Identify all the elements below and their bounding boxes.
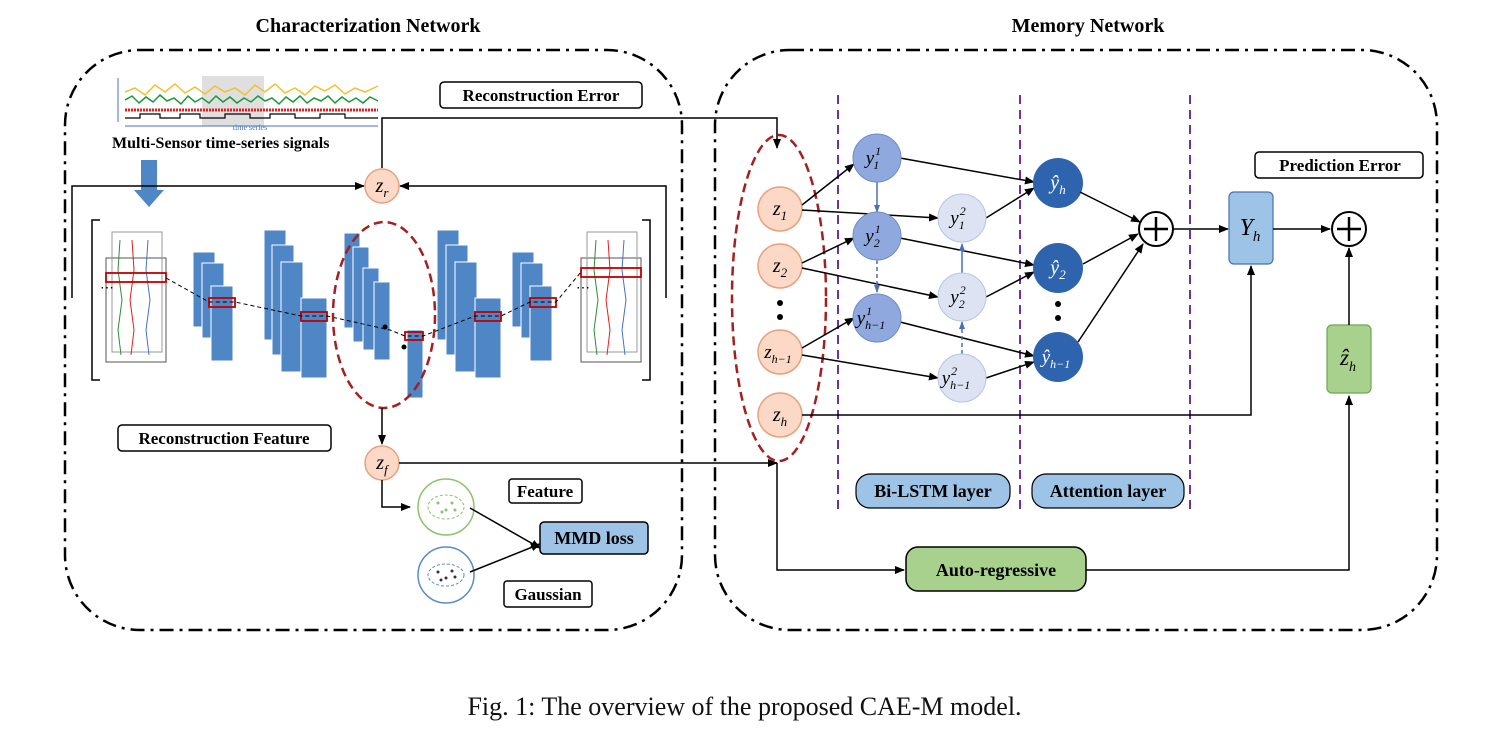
node-y2-2 <box>937 272 987 322</box>
z-ellipsis-dot-2 <box>777 314 783 320</box>
node-yhat-hm1 <box>1033 332 1083 382</box>
mmd-loss-label: MMD loss <box>554 528 634 548</box>
node-z-1 <box>757 186 803 232</box>
node-z-1-label: z1 <box>772 198 787 223</box>
gaussian-box <box>503 580 593 608</box>
figure-caption: Fig. 1: The overview of the proposed CAE… <box>467 692 1022 721</box>
node-y1-1 <box>852 133 902 183</box>
right-loop-arrow <box>399 182 667 298</box>
node-y2-1 <box>852 211 902 261</box>
gaussian-to-mmd-arrow <box>469 543 541 573</box>
node-z-2-label: z2 <box>772 255 788 280</box>
decoder-conv-stack-2 <box>511 251 557 362</box>
zh-to-yh-arrow <box>802 265 1255 416</box>
feature-distribution-icon <box>417 478 475 536</box>
mmd-loss-box <box>539 521 649 555</box>
ar-prediction-box <box>1326 324 1372 394</box>
zf-to-ar-arrow <box>776 463 905 574</box>
right-bracket <box>642 219 651 381</box>
encoder-conv-stack-3 <box>343 232 424 399</box>
attention-to-sum-links <box>1077 191 1144 343</box>
node-yhat-2 <box>1033 243 1083 293</box>
bottleneck-ellipse <box>331 220 437 410</box>
reconstruction-feature-label: Reconstruction Feature <box>138 429 310 448</box>
node-z-hm1 <box>757 329 803 375</box>
prediction-error-box <box>1254 151 1424 179</box>
input-panel-ellipsis: ⋯ <box>100 281 114 296</box>
decoder-conv-stack-1 <box>436 229 502 379</box>
cae-m-diagram: Characterization Network Memory Network … <box>63 15 1439 632</box>
node-z-hm1-label: zh−1 <box>763 342 792 366</box>
attention-layer-box <box>1031 473 1185 509</box>
bilstm-layer-label: Bi-LSTM layer <box>874 481 992 501</box>
characterization-network-title: Characterization Network <box>256 15 482 37</box>
bilstm-connections <box>801 157 1035 381</box>
feature-label: Feature <box>517 482 574 501</box>
node-yhat-h <box>1033 158 1083 208</box>
node-z-f-label: zf <box>375 452 390 477</box>
node-z-r-label: zr <box>375 175 390 200</box>
reconstruction-error-label: Reconstruction Error <box>463 86 620 105</box>
input-sequence-ellipse <box>730 133 828 463</box>
reconstruction-error-box <box>439 81 643 109</box>
output-signal-panel <box>580 231 642 363</box>
attn-ellipsis-dot-2 <box>1055 315 1061 321</box>
ar-to-zhat-arrow <box>1086 395 1353 571</box>
node-yhat-2-label: ŷ2 <box>1048 257 1066 282</box>
memory-network-title: Memory Network <box>1012 15 1166 37</box>
node-y1-2 <box>937 193 987 243</box>
signal-axis-label: time series <box>233 123 267 132</box>
gaussian-distribution-icon <box>417 546 475 604</box>
ar-prediction-label: ẑh <box>1339 345 1356 375</box>
prediction-error-label: Prediction Error <box>1279 156 1401 175</box>
multi-sensor-signal-thumbnail: time series <box>117 76 379 132</box>
bottleneck-dot-2 <box>401 344 407 350</box>
reconstruction-feature-box <box>117 424 332 452</box>
auto-regressive-label: Auto-regressive <box>936 560 1056 580</box>
encoder-conv-stack-2 <box>263 229 328 379</box>
node-yhm1-1 <box>852 293 902 343</box>
auto-regressive-box <box>905 546 1087 592</box>
output-yh-box <box>1228 191 1274 265</box>
zf-to-feature-arrow <box>381 480 411 511</box>
node-z-2 <box>757 243 803 289</box>
gaussian-label: Gaussian <box>514 585 582 604</box>
feature-path-line <box>165 271 582 337</box>
node-yhm1-2 <box>937 353 987 403</box>
bilstm-layer-box <box>855 473 1011 509</box>
node-yhat-hm1-label: ŷh−1 <box>1040 347 1071 371</box>
signals-label: Multi-Sensor time-series signals <box>112 135 329 152</box>
feature-box <box>508 478 583 504</box>
left-loop-arrow <box>71 182 365 298</box>
z-ellipsis-dot-1 <box>777 300 783 306</box>
zr-to-memory-arrow <box>381 117 781 168</box>
output-panel-ellipsis: ⋯ <box>576 281 590 296</box>
attention-layer-label: Attention layer <box>1050 481 1166 501</box>
attn-ellipsis-dot-1 <box>1055 301 1061 307</box>
node-yhat-h-label: ŷh <box>1048 172 1065 197</box>
bilstm-vertical-links <box>874 182 965 354</box>
memory-network-border <box>713 48 1439 632</box>
input-down-arrow <box>134 160 164 207</box>
feature-to-mmd-arrow <box>469 507 541 549</box>
characterization-network-border <box>63 48 684 632</box>
bottleneck-dot-1 <box>382 324 388 330</box>
node-z-r <box>364 168 400 204</box>
output-yh-label: Yh <box>1240 215 1261 245</box>
left-bracket <box>91 219 100 381</box>
encoder-conv-stack-1 <box>192 251 236 362</box>
node-z-h-label: zh <box>772 404 787 429</box>
input-signal-panel <box>105 231 167 363</box>
